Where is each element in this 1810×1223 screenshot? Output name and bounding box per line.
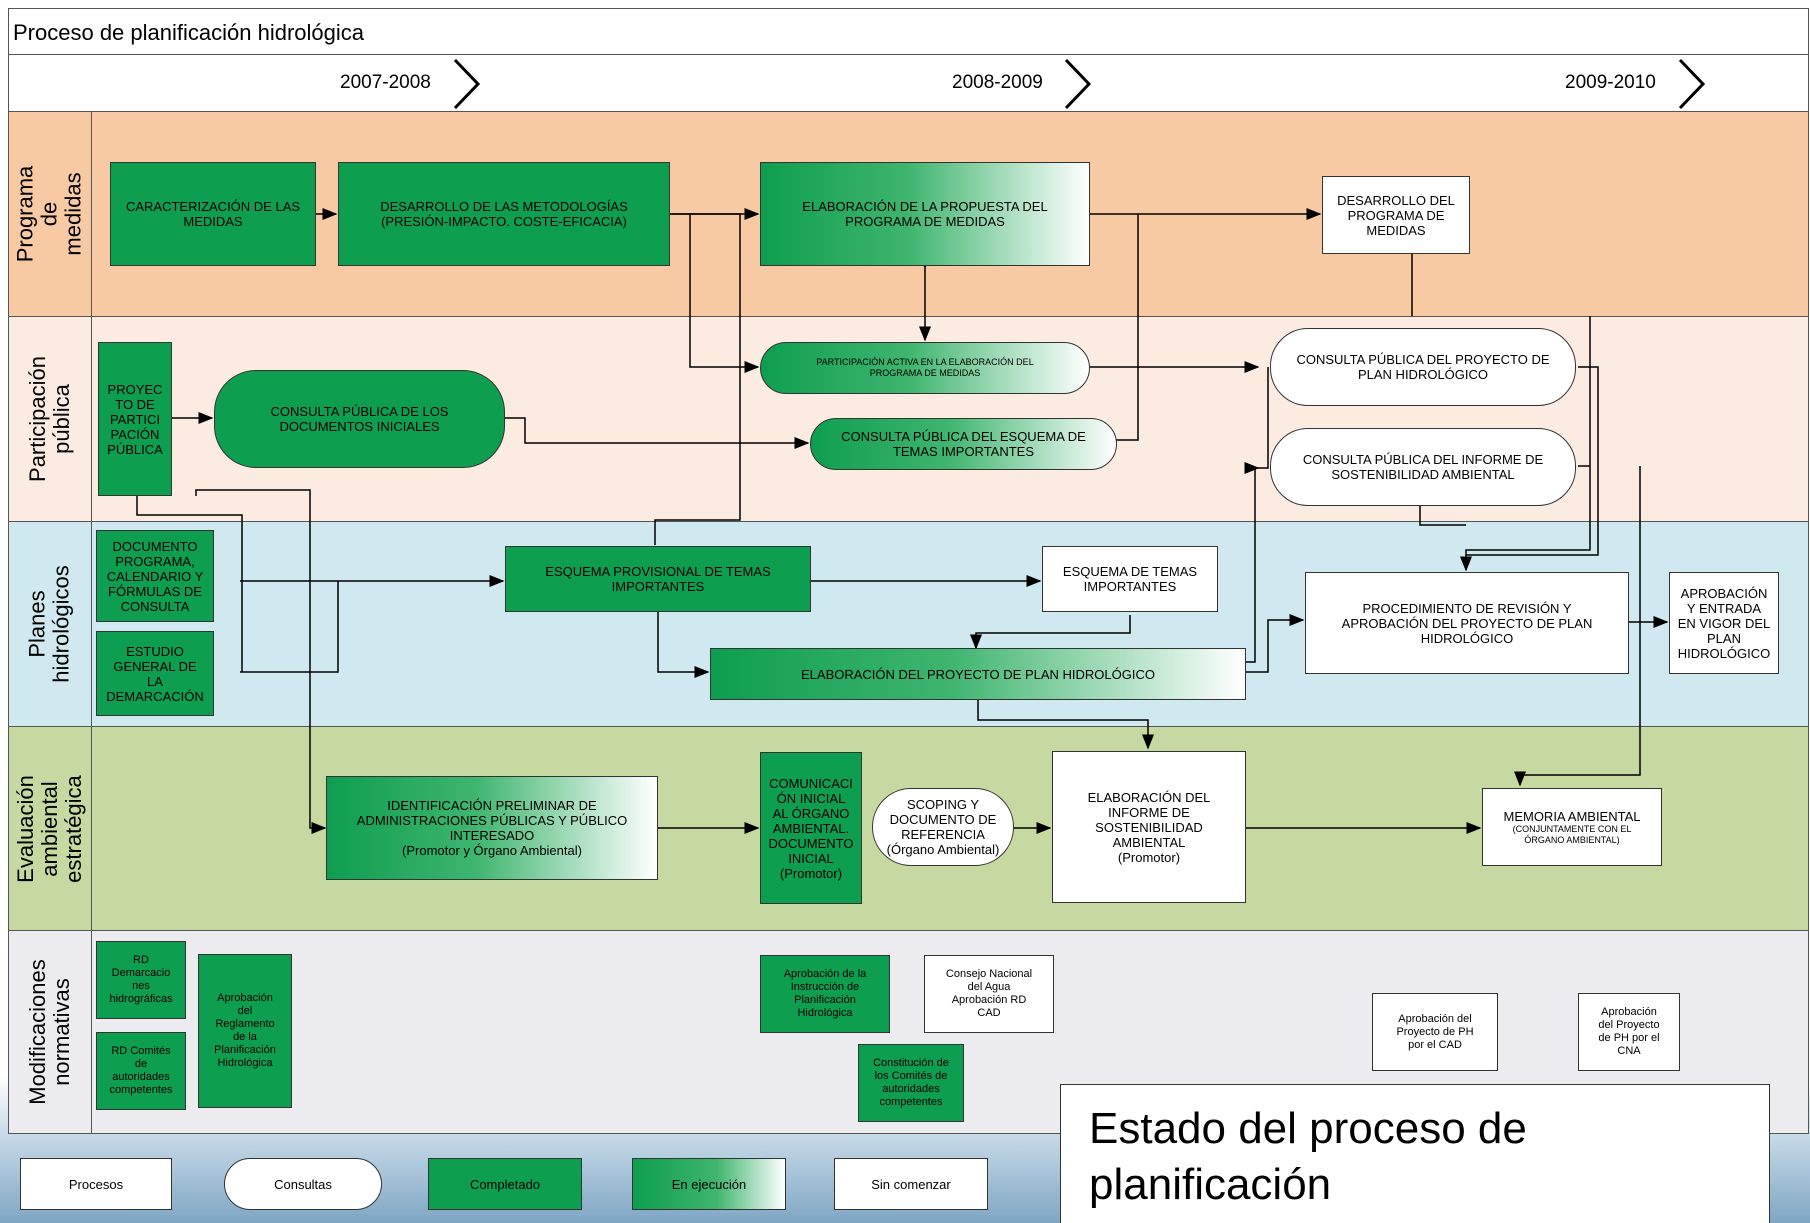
title-bar: Proceso de planificación hidrológica xyxy=(8,8,1809,55)
page-title: Proceso de planificación hidrológica xyxy=(13,20,364,45)
node-desarrollo-programa: DESARROLLO DEL PROGRAMA DE MEDIDAS xyxy=(1322,176,1470,254)
timeline-chevrons xyxy=(453,58,1706,110)
node-elaboracion-informe: ELABORACIÓN DEL INFORME DE SOSTENIBILIDA… xyxy=(1052,751,1246,903)
node-aprobacion-cad: Aprobación del Proyecto de PH por el CAD xyxy=(1372,993,1498,1071)
node-consulta-proyecto-plan: CONSULTA PÚBLICA DEL PROYECTO DE PLAN HI… xyxy=(1270,328,1576,406)
node-documento-programa: DOCUMENTO PROGRAMA, CALENDARIO Y FÓRMULA… xyxy=(96,530,214,622)
legend-completado: Completado xyxy=(428,1158,582,1210)
node-desarrollo-metodologias: DESARROLLO DE LAS METODOLOGÍAS (PRESIÓN-… xyxy=(338,162,670,266)
caption-text: Estado del proceso de planificación xyxy=(1089,1104,1527,1209)
node-constitucion-comites: Constitución de los Comités de autoridad… xyxy=(858,1044,964,1122)
year-label-2: 2008-2009 xyxy=(952,72,1043,93)
node-caracterizacion: CARACTERIZACIÓN DE LAS MEDIDAS xyxy=(110,162,316,266)
node-participacion-activa: PARTICIPACIÓN ACTIVA EN LA ELABORACIÓN D… xyxy=(760,342,1090,394)
node-comunicacion-inicial: COMUNICACI ÓN INICIAL AL ÓRGANO AMBIENTA… xyxy=(760,752,862,904)
chevron-right-icon xyxy=(453,58,481,110)
legend-consultas: Consultas xyxy=(224,1158,382,1210)
chevron-right-icon xyxy=(1678,58,1706,110)
year-label-3: 2009-2010 xyxy=(1565,72,1656,93)
node-rd-comites: RD Comités de autoridades competentes xyxy=(96,1032,186,1110)
lane-label-evaluacion: Evaluación ambiental estratégica xyxy=(8,726,92,931)
node-identificacion-preliminar: IDENTIFICACIÓN PRELIMINAR DE ADMINISTRAC… xyxy=(326,776,658,880)
lane-label-programa: Programa de medidas xyxy=(8,111,92,317)
legend-en-ejecucion: En ejecución xyxy=(632,1158,786,1210)
node-aprobacion-reglamento: Aprobación del Reglamento de la Planific… xyxy=(198,954,292,1108)
node-memoria-ambiental: MEMORIA AMBIENTAL (CONJUNTAMENTE CON EL … xyxy=(1482,788,1662,866)
node-aprobacion-cna: Aprobación del Proyecto de PH por el CNA xyxy=(1578,993,1680,1071)
node-aprobacion-instruccion: Aprobación de la Instrucción de Planific… xyxy=(760,955,890,1033)
node-scoping: SCOPING Y DOCUMENTO DE REFERENCIA (Órgan… xyxy=(872,788,1014,866)
caption-box: Estado del proceso de planificación xyxy=(1060,1084,1770,1223)
node-estudio-general: ESTUDIO GENERAL DE LA DEMARCACIÓN xyxy=(96,631,214,716)
node-consulta-esquema: CONSULTA PÚBLICA DEL ESQUEMA DE TEMAS IM… xyxy=(810,418,1117,470)
node-consulta-documentos: CONSULTA PÚBLICA DE LOS DOCUMENTOS INICI… xyxy=(214,370,505,468)
memoria-ambiental-note: (CONJUNTAMENTE CON EL ÓRGANO AMBIENTAL) xyxy=(1512,823,1632,845)
year-label-1: 2007-2008 xyxy=(340,72,431,93)
node-aprobacion-entrada: APROBACIÓN Y ENTRADA EN VIGOR DEL PLAN H… xyxy=(1669,572,1779,674)
node-elaboracion-proyecto-plan: ELABORACIÓN DEL PROYECTO DE PLAN HIDROLÓ… xyxy=(710,648,1246,700)
node-rd-demarcaciones: RD Demarcacio nes hidrográficas xyxy=(96,941,186,1019)
lane-label-participacion: Participación pública xyxy=(8,316,92,522)
node-procedimiento-revision: PROCEDIMIENTO DE REVISIÓN Y APROBACIÓN D… xyxy=(1305,572,1629,674)
node-consejo-nacional: Consejo Nacional del Agua Aprobación RD … xyxy=(924,955,1054,1033)
node-elaboracion-propuesta: ELABORACIÓN DE LA PROPUESTA DEL PROGRAMA… xyxy=(760,162,1090,266)
node-consulta-informe: CONSULTA PÚBLICA DEL INFORME DE SOSTENIB… xyxy=(1270,428,1576,506)
legend-sin-comenzar: Sin comenzar xyxy=(834,1158,988,1210)
node-esquema-temas: ESQUEMA DE TEMAS IMPORTANTES xyxy=(1042,546,1218,612)
lane-label-modificaciones: Modificaciones normativas xyxy=(8,930,92,1134)
lane-label-planes: Planes hidrológicos xyxy=(8,521,92,727)
node-esquema-provisional: ESQUEMA PROVISIONAL DE TEMAS IMPORTANTES xyxy=(505,546,811,612)
legend-procesos: Procesos xyxy=(20,1158,172,1210)
chevron-right-icon xyxy=(1064,58,1092,110)
node-proyecto-participacion: PROYEC TO DE PARTICI PACIÓN PÚBLICA xyxy=(98,342,172,496)
memoria-ambiental-title: MEMORIA AMBIENTAL xyxy=(1503,808,1641,824)
